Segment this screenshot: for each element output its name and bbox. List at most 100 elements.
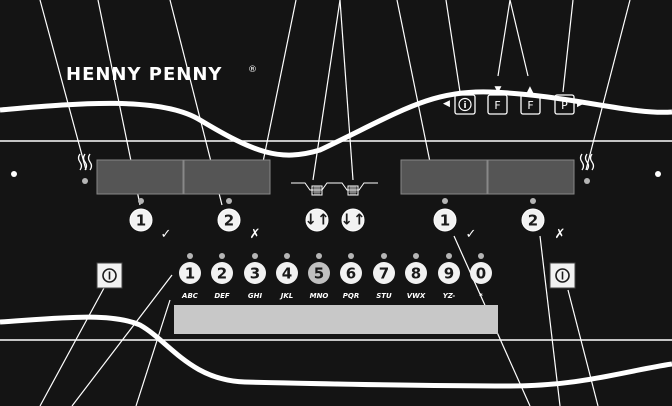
button-face[interactable] [373,262,395,284]
button-face[interactable] [129,208,153,232]
right-product-button-2[interactable]: 2 ✗ [521,198,566,242]
left-arrow-icon[interactable]: ◀ [443,99,450,109]
mount-hole-right [655,171,661,177]
button-face[interactable] [305,208,329,232]
top-swoosh [0,89,672,158]
button-face[interactable] [405,262,427,284]
cross-icon: ✗ [555,227,566,242]
led [348,253,354,259]
key-letters: GHI [248,292,263,300]
keypad-key-2[interactable]: 2 DEF [211,253,233,300]
keypad-key-6[interactable]: 6 PQR [340,253,362,300]
key-digit: 2 [217,265,227,283]
button-face[interactable] [438,262,460,284]
f-key-down[interactable] [487,94,508,115]
brand-registered-mark: ® [248,65,257,75]
right-display-1 [400,159,488,195]
keypad-key-9[interactable]: 9 YZ- [438,253,460,300]
led [381,253,387,259]
callout-lines [39,0,631,406]
power-icon [102,268,117,283]
button-face[interactable] [217,208,241,232]
key-digit: 0 [476,265,486,283]
key-letters: JKL [279,292,294,300]
power-icon [555,268,570,283]
power-button-right[interactable] [549,262,576,289]
left-product-button-2[interactable]: 2 ✗ [217,198,260,242]
led [446,253,452,259]
numeric-keypad: 1 ABC 2 DEF 3 GHI 4 JKL 5 MNO [179,253,492,300]
button-face[interactable] [521,208,545,232]
left-display-1 [96,159,184,195]
button-face[interactable] [341,208,365,232]
up-arrow-icon: ▲ [527,85,534,95]
key-letters: * [479,292,483,300]
right-display-2 [487,159,575,195]
left-product-button-1[interactable]: 1 ✓ [129,198,172,242]
heat-led-left [82,178,88,184]
led [219,253,225,259]
button-number: 2 [224,212,234,230]
basket-lift-right[interactable]: ↓↑ [331,182,378,232]
heat-led-right [584,178,590,184]
right-product-button-1[interactable]: 1 ✓ [433,198,477,242]
key-digit: 4 [282,265,292,283]
heat-icon [77,153,93,171]
info-icon [458,97,472,112]
keypad-key-5[interactable]: 5 MNO [308,253,330,300]
button-face[interactable] [470,262,492,284]
lift-arrows-icon: ↓↑ [304,211,329,229]
bottom-swoosh [0,314,672,389]
p-key[interactable] [554,94,575,115]
led [226,198,232,204]
key-letters: STU [376,292,392,300]
info-key-label: i [463,101,466,111]
button-number: 2 [528,212,538,230]
led [413,253,419,259]
nav-keys: ◀ i ▼ F ▲ F P ▶ [443,85,584,115]
mount-hole-left [11,171,17,177]
keypad-key-8[interactable]: 8 VWX [405,253,427,300]
button-face[interactable] [308,262,330,284]
down-arrow-icon: ▼ [495,85,502,95]
button-face[interactable] [244,262,266,284]
keypad-key-0[interactable]: 0 * [470,253,492,300]
keypad-key-4[interactable]: 4 JKL [276,253,298,300]
button-face[interactable] [433,208,457,232]
keypad-key-3[interactable]: 3 GHI [244,253,266,300]
right-arrow-icon[interactable]: ▶ [577,99,584,109]
led [530,198,536,204]
basket-lift-left[interactable]: ↓↑ [291,182,331,232]
info-key[interactable] [454,94,476,115]
button-face[interactable] [211,262,233,284]
basket-mesh [349,186,357,195]
heat-indicator-left [77,153,93,184]
keypad-key-1[interactable]: 1 ABC [179,253,201,300]
led [316,253,322,259]
button-face[interactable] [340,262,362,284]
keypad-key-7[interactable]: 7 STU [373,253,395,300]
heat-icon [579,153,595,171]
led [284,253,290,259]
button-face[interactable] [276,262,298,284]
key-digit: 3 [250,265,260,283]
check-icon: ✓ [161,227,172,242]
p-key-label: P [561,99,568,112]
key-letters: ABC [181,292,199,300]
button-number: 1 [440,212,450,230]
key-digit: 5 [314,265,324,283]
message-display [174,305,498,334]
led [187,253,193,259]
key-digit: 9 [444,265,454,283]
f-key-up[interactable] [520,94,541,115]
led [138,198,144,204]
key-digit: 1 [185,265,195,283]
button-face[interactable] [179,262,201,284]
power-button-left[interactable] [96,262,123,289]
key-letters: VWX [407,292,426,300]
check-icon: ✓ [466,227,477,242]
led [442,198,448,204]
brand-logo: HENNY PENNY [66,64,222,85]
